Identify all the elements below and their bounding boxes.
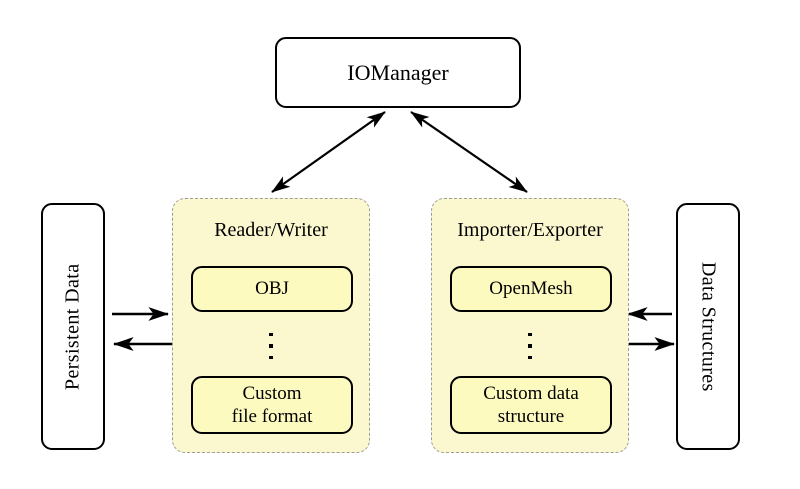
ellipsis-dot: [528, 355, 532, 360]
ellipsis-importer-exporter: [432, 323, 628, 369]
ellipsis-dot: [269, 332, 273, 337]
node-custom-data-structure-line2: structure: [497, 406, 565, 427]
node-persistent-data-label: Persistent Data: [61, 263, 84, 390]
ellipsis-dot: [269, 355, 273, 360]
ellipsis-dot: [528, 332, 532, 337]
node-iomanager-label: IOManager: [347, 59, 449, 85]
connector-iomanager-readerwriter: [271, 111, 386, 193]
group-reader-writer[interactable]: Reader/Writer OBJ Custom file format: [172, 198, 370, 453]
node-custom-file-format-line2: file format: [231, 406, 313, 427]
node-custom-file-format[interactable]: Custom file format: [191, 376, 353, 434]
connector-iomanager-importerexporter: [410, 111, 528, 193]
node-custom-data-structure-line1: Custom data: [483, 382, 579, 404]
node-persistent-data[interactable]: Persistent Data: [41, 203, 105, 450]
group-importer-exporter[interactable]: Importer/Exporter OpenMesh Custom data s…: [431, 198, 629, 453]
node-obj-label: OBJ: [255, 278, 289, 300]
node-data-structures-label: Data Structures: [697, 261, 720, 392]
node-iomanager[interactable]: IOManager: [275, 37, 521, 108]
ellipsis-dot: [528, 344, 532, 348]
node-custom-data-structure[interactable]: Custom data structure: [450, 376, 612, 434]
ellipsis-reader-writer: [173, 323, 369, 369]
group-importer-exporter-title: Importer/Exporter: [457, 219, 603, 241]
node-openmesh-label: OpenMesh: [489, 278, 573, 300]
group-reader-writer-title: Reader/Writer: [214, 219, 328, 241]
node-openmesh[interactable]: OpenMesh: [450, 266, 612, 312]
ellipsis-dot: [269, 344, 273, 348]
node-custom-file-format-line1: Custom: [242, 382, 302, 404]
node-data-structures[interactable]: Data Structures: [676, 203, 740, 450]
node-obj[interactable]: OBJ: [191, 266, 353, 312]
